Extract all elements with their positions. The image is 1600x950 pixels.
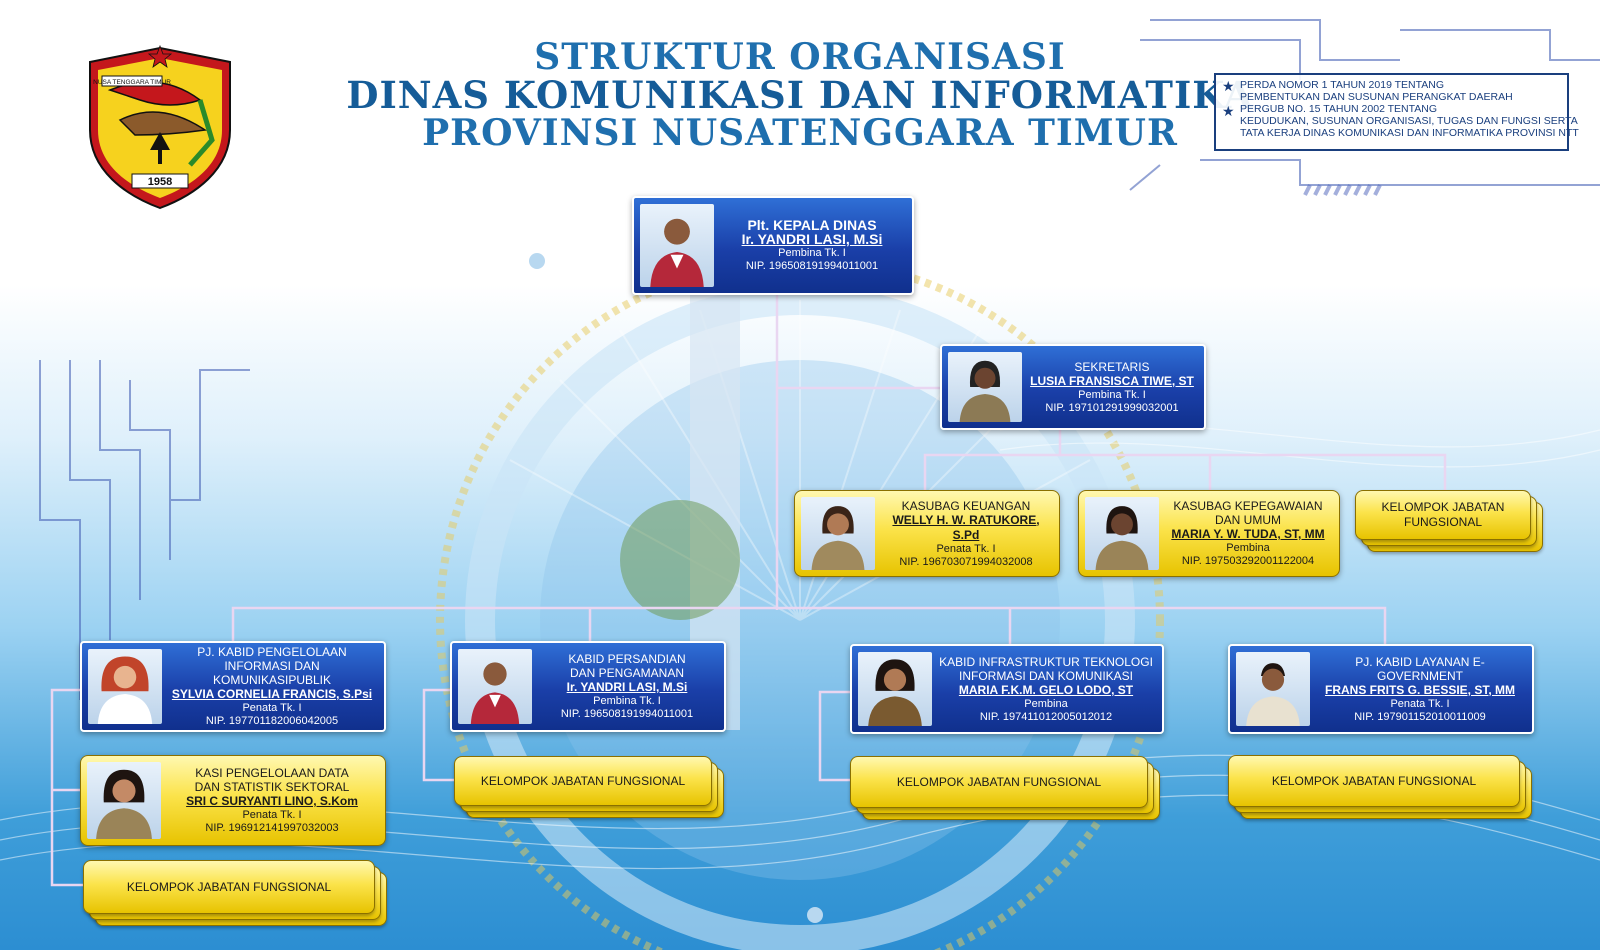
fungsional-ikp-label: KELOMPOK JABATAN FUNGSIONAL [83, 860, 375, 914]
kasubag-kepegawaian-position-2: DAN UMUM [1215, 513, 1281, 527]
fungsional-sekretariat-label: KELOMPOK JABATAN FUNGSIONAL [1355, 490, 1531, 540]
kepala-dinas-photo [640, 204, 714, 287]
kasubag-keuangan-box: KASUBAG KEUANGAN WELLY H. W. RATUKORE, S… [794, 490, 1060, 577]
kabid-ikp-nip: NIP. 197701182006042005 [205, 715, 339, 727]
kasubag-keuangan-name: WELLY H. W. RATUKORE, S.Pd [892, 512, 1040, 542]
sekretaris-position: SEKRETARIS [1074, 359, 1150, 374]
kasubag-kepegawaian-rank: Pembina [1226, 542, 1270, 554]
logo-year: 1958 [148, 176, 172, 188]
kasubag-kepegawaian-name: MARIA Y. W. TUDA, ST, MM [1171, 527, 1325, 541]
kepala-dinas-box: Plt. KEPALA DINAS Ir. YANDRI LASI, M.Si … [632, 196, 914, 295]
kasubag-keuangan-rank: Penata Tk. I [936, 542, 996, 555]
sekretaris-rank: Pembina Tk. I [1078, 388, 1146, 401]
legal-reference-box: ★ PERDA NOMOR 1 TAHUN 2019 TENTANG PEMBE… [1214, 73, 1579, 151]
kabid-persandian-nip: NIP. 196508191994011001 [560, 708, 694, 720]
kabid-ikp-name: SYLVIA CORNELIA FRANCIS, S.Psi [171, 687, 373, 701]
fungsional-sekretariat-line-1: KELOMPOK JABATAN [1381, 500, 1505, 514]
kasi-data-name: SRI C SURYANTI LINO, S.Kom [186, 794, 358, 808]
kabid-infrastruktur-position-1: KABID INFRASTRUKTUR TEKNOLOGI [939, 654, 1153, 669]
title-line-2: DINAS KOMUNIKASI DAN INFORMATIKA [346, 73, 1254, 117]
reference-1-line-1: PERDA NOMOR 1 TAHUN 2019 TENTANG [1240, 79, 1445, 91]
fungsional-infrastruktur-label: KELOMPOK JABATAN FUNGSIONAL [850, 756, 1148, 808]
kepala-dinas-rank: Pembina Tk. I [778, 247, 846, 259]
kasubag-kepegawaian-nip: NIP. 197503292001122004 [1181, 555, 1315, 567]
kasubag-keuangan-photo [801, 497, 875, 570]
page-title: STRUKTUR ORGANISASI DINAS KOMUNIKASI DAN… [300, 38, 1300, 152]
title-line-3: PROVINSI NUSATENGGARA TIMUR [422, 112, 1178, 154]
fungsional-egov-stack: KELOMPOK JABATAN FUNGSIONAL [1228, 755, 1534, 821]
kabid-persandian-box: KABID PERSANDIAN DAN PENGAMANAN Ir. YAND… [450, 641, 726, 732]
kasubag-kepegawaian-position-1: KASUBAG KEPEGAWAIAN [1173, 499, 1323, 513]
kasubag-kepegawaian-photo [1085, 497, 1159, 570]
kabid-ikp-position-2: INFORMASI DAN KOMUNIKASIPUBLIK [212, 659, 332, 687]
kasi-data-box: KASI PENGELOLAAN DATA DAN STATISTIK SEKT… [80, 755, 386, 846]
kabid-persandian-position-2: DAN PENGAMANAN [569, 666, 685, 680]
kabid-egov-name: FRANS FRITS G. BESSIE, ST, MM [1324, 682, 1515, 697]
kabid-infrastruktur-name: MARIA F.K.M. GELO LODO, ST [958, 682, 1134, 697]
kepala-dinas-nip: NIP. 196508191994011001 [745, 260, 879, 272]
fungsional-sekretariat-line-2: FUNGSIONAL [1403, 515, 1482, 529]
kabid-infrastruktur-rank: Pembina [1024, 697, 1068, 710]
kabid-ikp-photo [88, 649, 162, 724]
kabid-egov-photo [1236, 652, 1310, 726]
sekretaris-name: LUSIA FRANSISCA TIWE, ST [1030, 373, 1194, 388]
kabid-persandian-name: Ir. YANDRI LASI, M.Si [566, 680, 688, 694]
kasi-data-position-1: KASI PENGELOLAAN DATA [195, 766, 349, 780]
kabid-persandian-photo [458, 649, 532, 724]
kasubag-keuangan-position: KASUBAG KEUANGAN [901, 498, 1031, 513]
kabid-infrastruktur-box: KABID INFRASTRUKTUR TEKNOLOGI INFORMASI … [850, 644, 1164, 734]
sekretaris-nip: NIP. 197101291999032001 [1045, 401, 1179, 414]
kabid-infrastruktur-nip: NIP. 197411012005012012 [979, 710, 1113, 723]
kabid-persandian-rank: Pembina Tk. I [593, 695, 661, 707]
star-icon: ★ [1222, 78, 1235, 94]
kabid-infrastruktur-photo [858, 652, 932, 726]
fungsional-ikp-stack: KELOMPOK JABATAN FUNGSIONAL [83, 860, 388, 928]
fungsional-persandian-label: KELOMPOK JABATAN FUNGSIONAL [454, 756, 712, 806]
sekretaris-photo [948, 352, 1022, 422]
kepala-dinas-name: Ir. YANDRI LASI, M.Si [741, 231, 883, 247]
kabid-infrastruktur-position-2: INFORMASI DAN KOMUNIKASI [958, 668, 1134, 683]
kabid-persandian-position-1: KABID PERSANDIAN [568, 652, 686, 666]
star-icon: ★ [1222, 103, 1235, 119]
kabid-egov-box: PJ. KABID LAYANAN E-GOVERNMENT FRANS FRI… [1228, 644, 1534, 734]
kabid-egov-position: PJ. KABID LAYANAN E-GOVERNMENT [1355, 654, 1485, 683]
reference-2-line-2: KEDUDUKAN, SUSUNAN ORGANISASI, TUGAS DAN… [1240, 115, 1578, 127]
logo-banner-text: NUSA TENGGARA TIMUR [93, 79, 171, 86]
fungsional-persandian-stack: KELOMPOK JABATAN FUNGSIONAL [454, 756, 726, 820]
kabid-egov-nip: NIP. 197901152010011009 [1354, 710, 1486, 723]
reference-1-line-2: PEMBENTUKAN DAN SUSUNAN PERANGKAT DAERAH [1240, 91, 1513, 103]
fungsional-egov-label: KELOMPOK JABATAN FUNGSIONAL [1228, 755, 1520, 807]
kasi-data-nip: NIP. 196912141997032003 [205, 822, 339, 834]
province-logo: NUSA TENGGARA TIMUR 1958 [80, 40, 240, 210]
sekretaris-box: SEKRETARIS LUSIA FRANSISCA TIWE, ST Pemb… [940, 344, 1206, 430]
fungsional-sekretariat-stack: KELOMPOK JABATAN FUNGSIONAL [1355, 490, 1545, 555]
kabid-egov-rank: Penata Tk. I [1390, 697, 1450, 710]
reference-2-line-3: TATA KERJA DINAS KOMUNIKASI DAN INFORMAT… [1240, 127, 1579, 139]
kepala-dinas-position: Plt. KEPALA DINAS [747, 217, 877, 233]
kabid-ikp-position-1: PJ. KABID PENGELOLAAN [197, 645, 347, 659]
fungsional-infrastruktur-stack: KELOMPOK JABATAN FUNGSIONAL [850, 756, 1162, 822]
kabid-ikp-box: PJ. KABID PENGELOLAAN INFORMASI DAN KOMU… [80, 641, 386, 732]
kasubag-keuangan-nip: NIP. 196703071994032008 [899, 555, 1033, 568]
reference-2-line-1: PERGUB NO. 15 TAHUN 2002 TENTANG [1240, 103, 1438, 115]
kabid-ikp-rank: Penata Tk. I [242, 702, 302, 714]
kasi-data-position-2: DAN STATISTIK SEKTORAL [194, 780, 350, 794]
kasi-data-photo [87, 762, 161, 839]
kasi-data-rank: Penata Tk. I [242, 809, 302, 821]
kasubag-kepegawaian-box: KASUBAG KEPEGAWAIAN DAN UMUM MARIA Y. W.… [1078, 490, 1340, 577]
title-line-1: STRUKTUR ORGANISASI [534, 36, 1066, 78]
